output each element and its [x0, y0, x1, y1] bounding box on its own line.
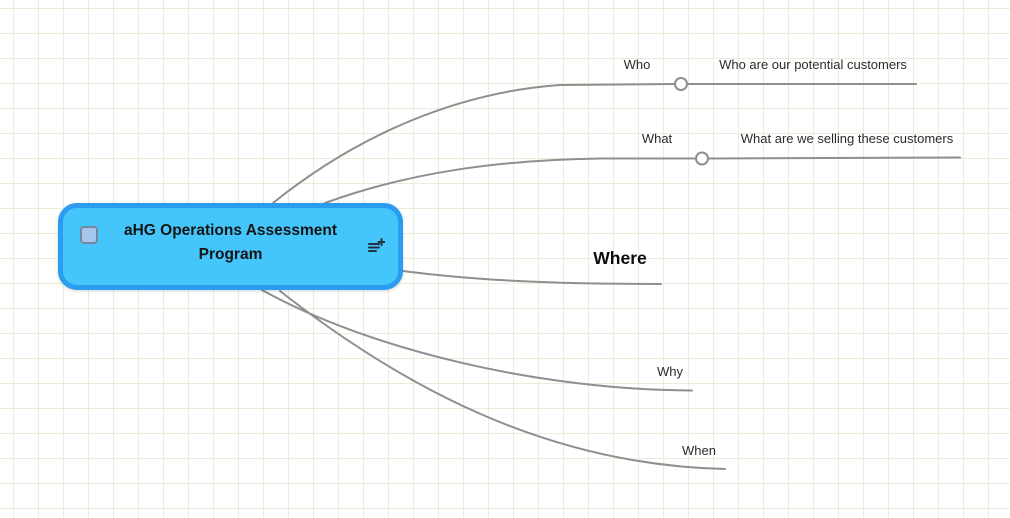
branch-line-why — [261, 289, 693, 392]
branch-toggle-circle-what[interactable] — [695, 151, 709, 166]
topic-why[interactable]: Why — [657, 364, 683, 379]
child-line-what — [708, 156, 961, 160]
root-topic-title: aHG Operations Assessment Program — [123, 222, 338, 263]
topic-who-child[interactable]: Who are our potential customers — [719, 57, 907, 72]
topic-when[interactable]: When — [682, 443, 716, 458]
branch-line-when — [279, 290, 726, 470]
topic-what-child[interactable]: What are we selling these customers — [740, 131, 954, 146]
topic-who[interactable]: Who — [623, 57, 651, 72]
branch-toggle-circle-who[interactable] — [674, 77, 688, 91]
branch-line-who — [272, 83, 675, 204]
branch-line-what — [324, 157, 696, 204]
root-topic[interactable]: aHG Operations Assessment Program — [58, 203, 403, 290]
topic-where[interactable]: Where — [593, 248, 647, 268]
add-notes-icon[interactable] — [368, 238, 385, 254]
checkbox-unchecked-icon[interactable] — [80, 226, 98, 244]
topic-what[interactable]: What — [641, 131, 673, 146]
branch-line-where — [402, 270, 662, 285]
